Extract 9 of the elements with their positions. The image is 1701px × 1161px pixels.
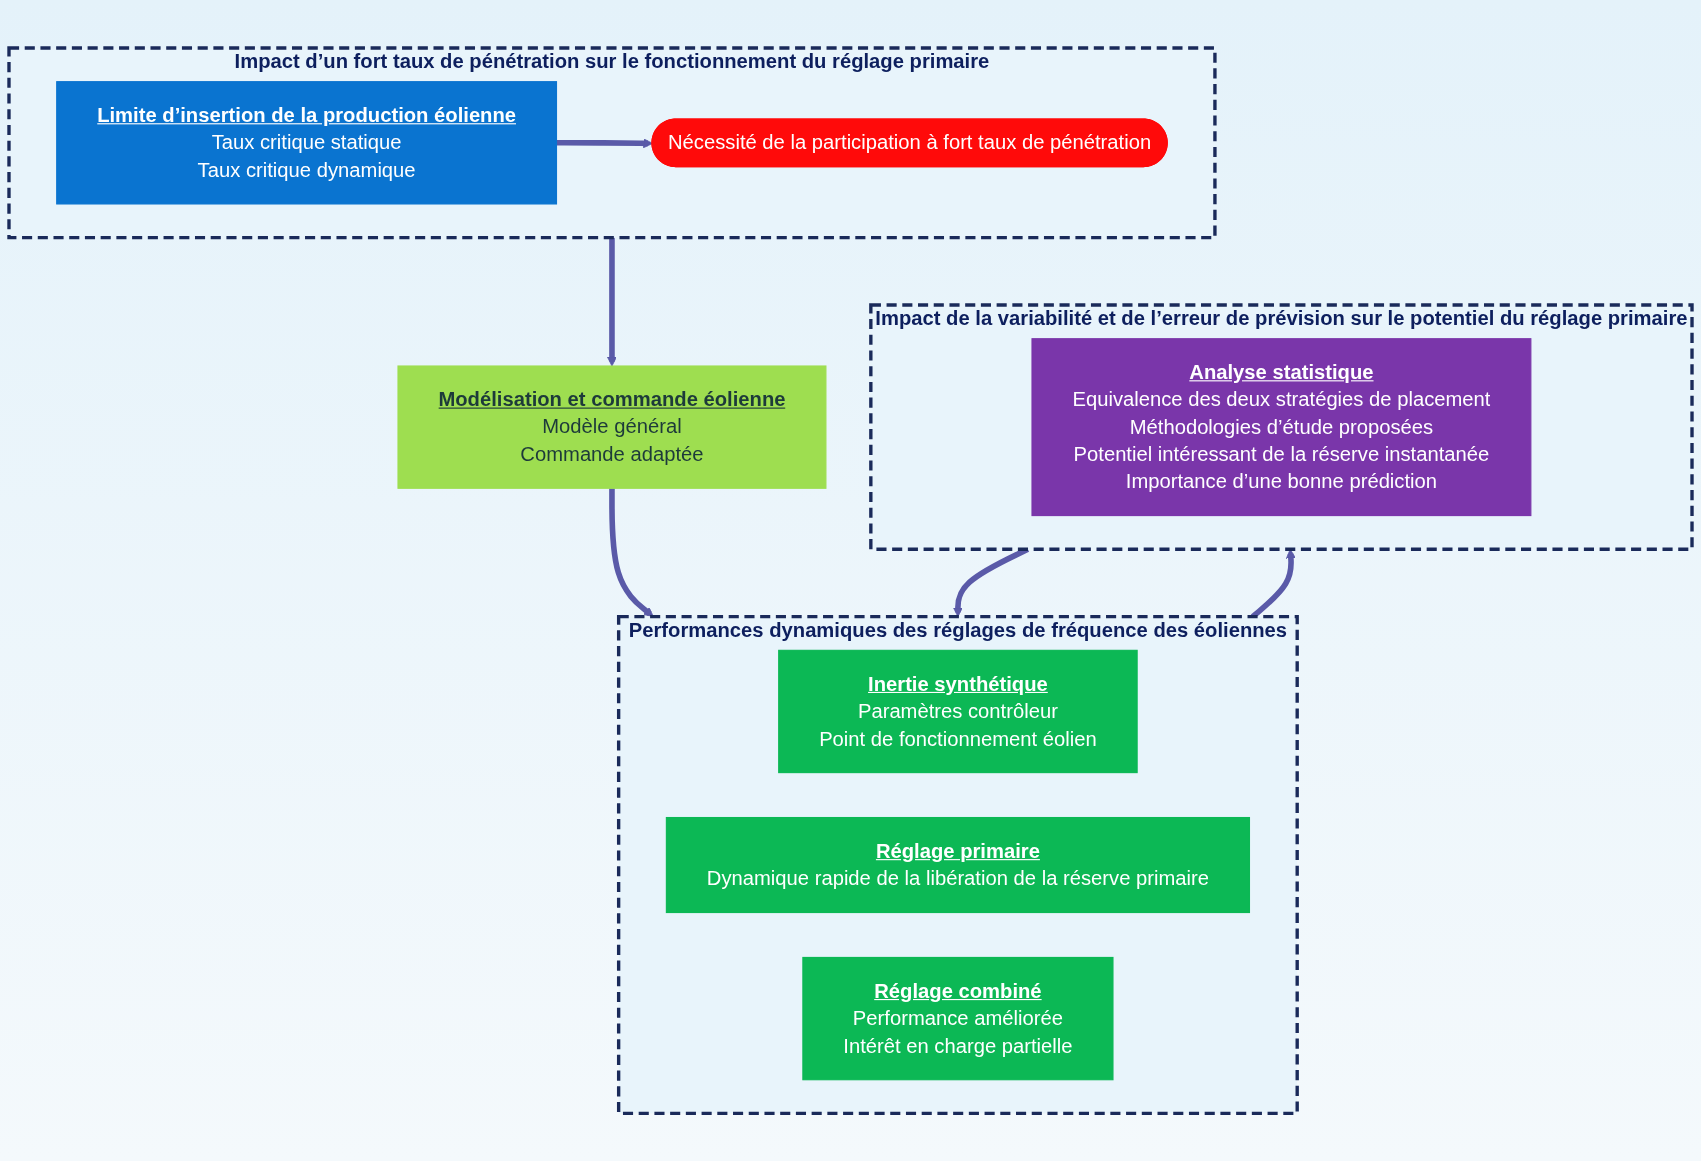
node-box: Limite d’insertion de la production éolienne Taux critique statique Taux critique dynamique	[56, 80, 558, 205]
node-box: Modélisation et commande éolienne Modèle général Commande adaptée	[397, 365, 827, 489]
node-box: Réglage primaire Dynamique rapide de la libération de la réserve primaire	[665, 816, 1251, 913]
node-box: Inertie synthétique Paramètres contrôleur Point de fonctionnement éolien	[778, 649, 1138, 773]
node-box: Analyse statistique Equivalence des deux stratégies de placement Méthodologies d’étude proposées Potentiel intéressant de la réserve instantanée Importance d’une bonne prédiction	[1031, 337, 1532, 516]
arrow	[556, 138, 653, 148]
arrow	[609, 488, 654, 617]
node-box: Réglage combiné Performance améliorée Intérêt en charge partielle	[802, 956, 1114, 1081]
arrow	[607, 237, 617, 367]
